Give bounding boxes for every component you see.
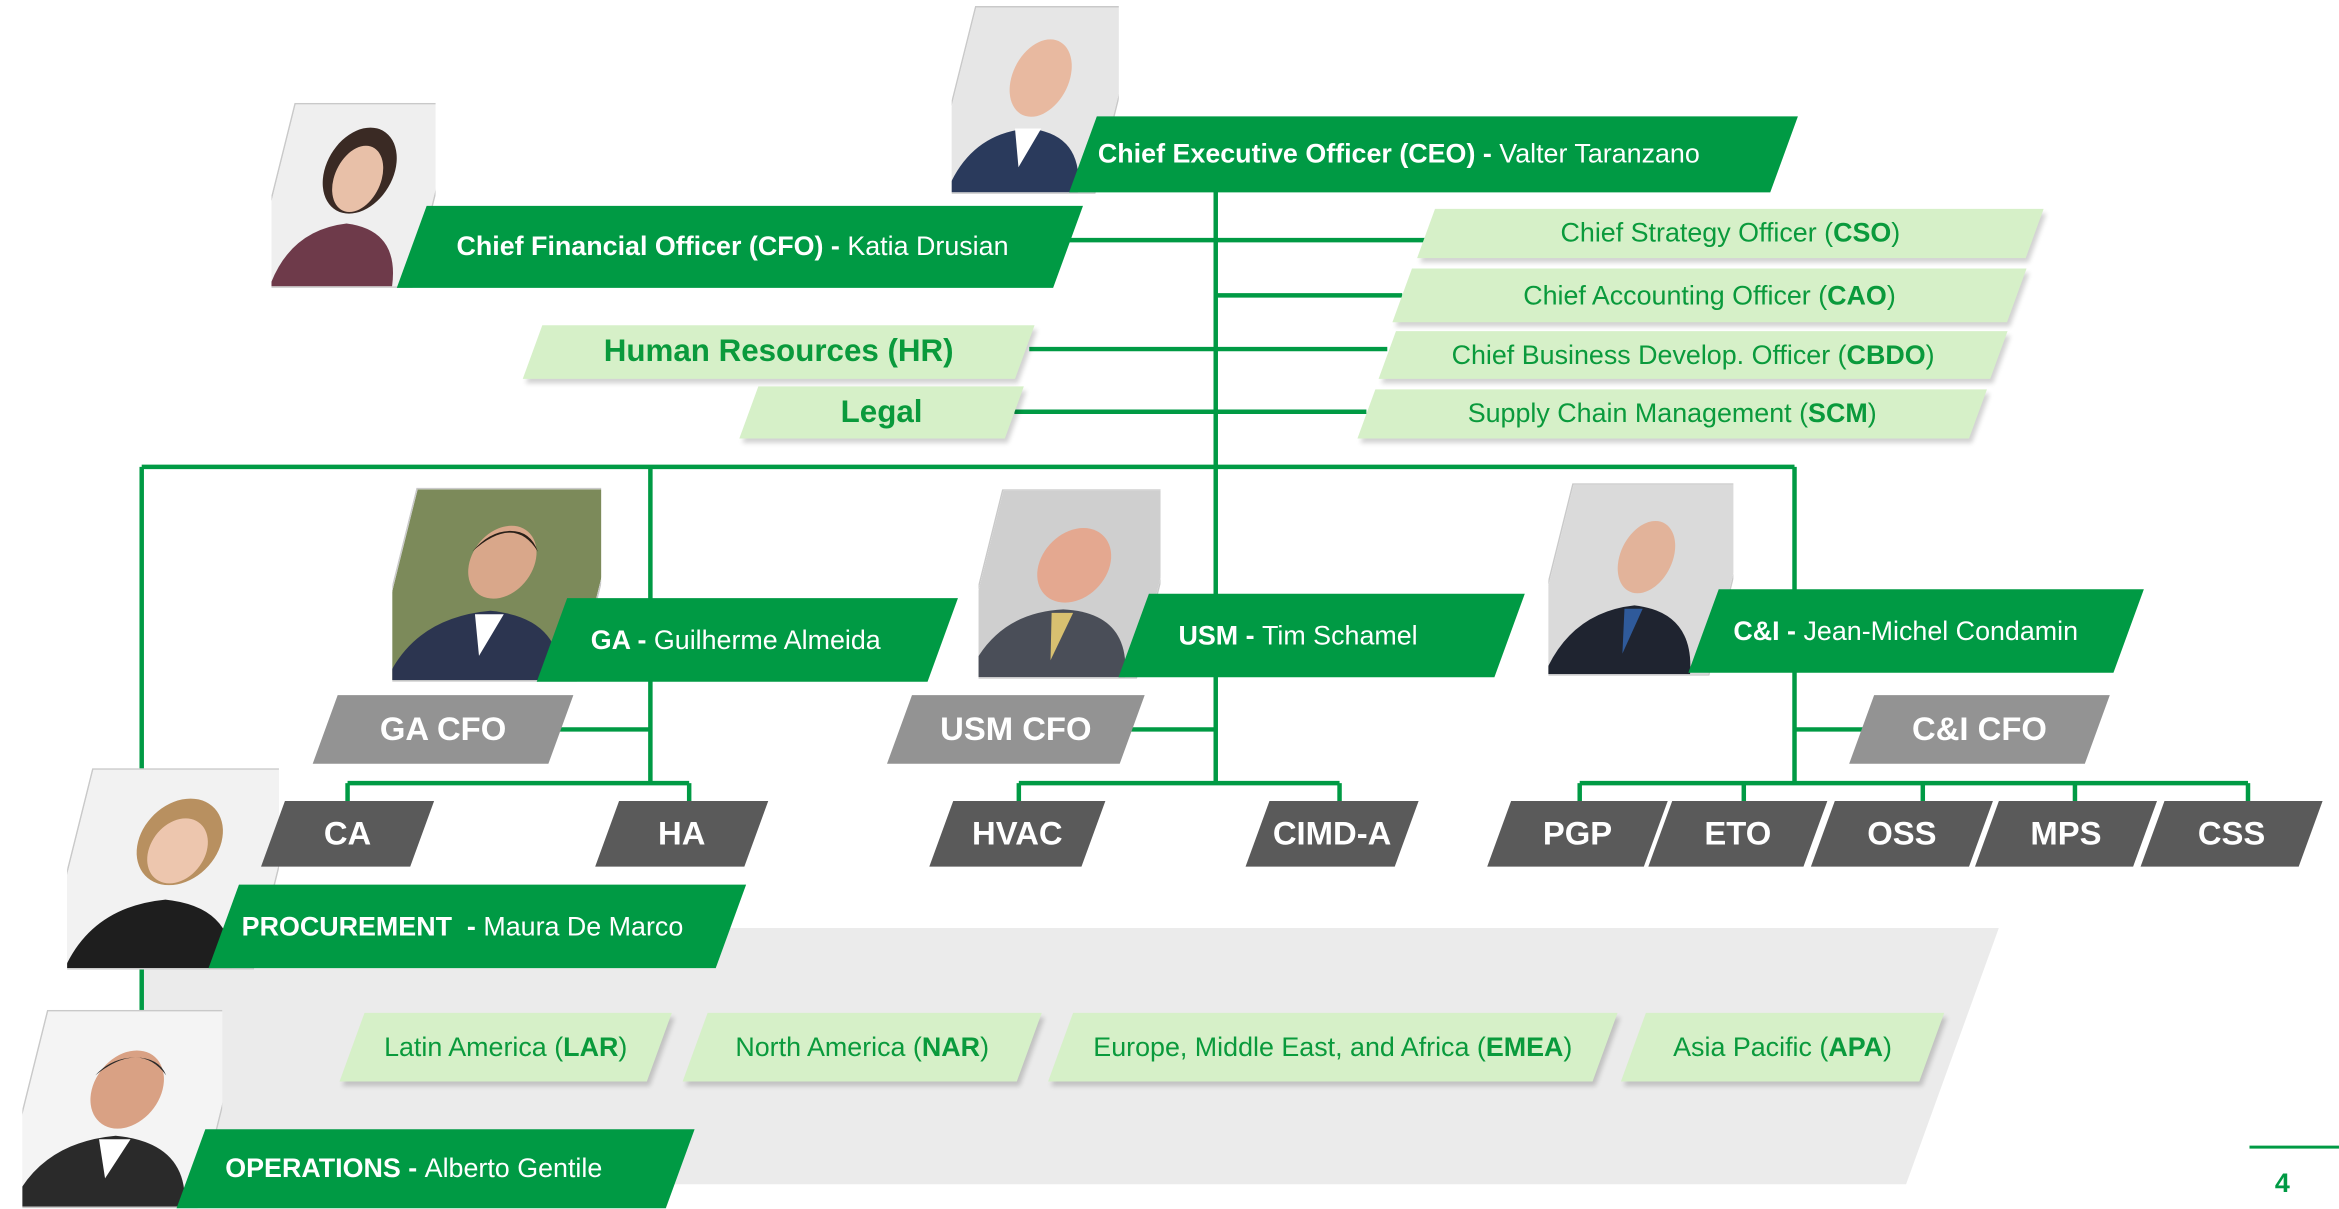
- region-nar-text: North America (: [735, 1031, 922, 1062]
- procurement-name: Maura De Marco: [483, 910, 684, 941]
- legal-box: Legal: [739, 386, 1024, 439]
- region-apa-abbr: APA: [1828, 1031, 1884, 1062]
- ga-name: Guilherme Almeida: [653, 624, 881, 655]
- ga-cfo-box: GA CFO: [312, 695, 574, 764]
- ci-name: Jean-Michel Condamin: [1803, 615, 2079, 646]
- unit-eto: ETO: [1648, 801, 1828, 867]
- ga-cfo-label: GA CFO: [379, 710, 507, 748]
- cao-abbr: CAO: [1827, 279, 1887, 310]
- cfo-photo: [271, 102, 436, 288]
- procurement-role: PROCUREMENT: [241, 910, 453, 941]
- operations-photo: [22, 1009, 223, 1209]
- region-nar: North America (NAR): [682, 1012, 1042, 1082]
- cbdo-close: ): [1925, 339, 1935, 370]
- unit-css-label: CSS: [2197, 814, 2266, 852]
- region-apa-text: Asia Pacific (: [1673, 1031, 1829, 1062]
- region-apa-close: ): [1883, 1031, 1892, 1062]
- unit-ca-label: CA: [323, 814, 372, 852]
- unit-cimd-a: CIMD-A: [1245, 801, 1419, 867]
- region-emea-text: Europe, Middle East, and Africa (: [1093, 1031, 1486, 1062]
- usm-cfo-box: USM CFO: [887, 695, 1145, 764]
- cbdo-abbr: CBDO: [1846, 339, 1926, 370]
- region-emea-close: ): [1563, 1031, 1573, 1062]
- region-apa: Asia Pacific (APA): [1620, 1012, 1945, 1082]
- region-lar: Latin America (LAR): [339, 1012, 672, 1082]
- cfo-box: Chief Financial Officer (CFO) - Katia Dr…: [396, 205, 1083, 288]
- cfo-sep: -: [823, 231, 848, 262]
- hr-box: Human Resources (HR): [522, 325, 1035, 379]
- unit-pgp-label: PGP: [1542, 814, 1613, 852]
- unit-mps-label: MPS: [2030, 814, 2102, 852]
- unit-eto-label: ETO: [1704, 814, 1772, 852]
- unit-mps: MPS: [1975, 801, 2158, 867]
- page-number-rule: [2249, 1145, 2339, 1149]
- cfo-role: Chief Financial Officer (CFO): [456, 231, 824, 262]
- ci-cfo-box: C&I CFO: [1849, 695, 2110, 764]
- hr-label: Human Resources (HR): [603, 334, 954, 369]
- unit-oss-label: OSS: [1867, 814, 1937, 852]
- usm-role: USM: [1178, 619, 1239, 650]
- cao-text: Chief Accounting Officer (: [1523, 279, 1828, 310]
- unit-oss: OSS: [1810, 801, 1993, 867]
- unit-css: CSS: [2140, 801, 2323, 867]
- cfo-name: Katia Drusian: [847, 231, 1009, 262]
- person-icon: [1548, 484, 1734, 675]
- ci-cfo-label: C&I CFO: [1912, 710, 2047, 748]
- procurement-sep: -: [452, 910, 484, 941]
- ga-box: GA - Guilherme Almeida: [536, 598, 958, 682]
- cao-box: Chief Accounting Officer (CAO): [1392, 268, 2027, 323]
- scm-text: Supply Chain Management (: [1467, 398, 1809, 429]
- region-lar-text: Latin America (: [384, 1031, 564, 1062]
- usm-box: USM - Tim Schamel: [1118, 593, 1525, 678]
- region-lar-abbr: LAR: [563, 1031, 619, 1062]
- unit-ha-label: HA: [658, 814, 706, 852]
- ci-role: C&I: [1733, 615, 1780, 646]
- person-icon: [22, 1011, 223, 1207]
- ga-role: GA: [590, 624, 631, 655]
- ceo-role: Chief Executive Officer (CEO): [1097, 138, 1476, 169]
- page-number: 4: [2274, 1168, 2290, 1198]
- unit-ha: HA: [595, 801, 769, 867]
- ci-photo: [1548, 483, 1734, 676]
- cso-abbr: CSO: [1833, 217, 1892, 248]
- operations-name: Alberto Gentile: [424, 1153, 603, 1183]
- unit-ca: CA: [261, 801, 435, 867]
- operations-sep: -: [400, 1153, 425, 1183]
- ci-box: C&I - Jean-Michel Condamin: [1688, 589, 2144, 673]
- ci-sep: -: [1779, 615, 1804, 646]
- ceo-box: Chief Executive Officer (CEO) - Valter T…: [1069, 116, 1798, 193]
- unit-cimd-a-label: CIMD-A: [1272, 814, 1392, 852]
- region-emea: Europe, Middle East, and Africa (EMEA): [1048, 1012, 1618, 1082]
- operations-box: OPERATIONS - Alberto Gentile: [176, 1129, 695, 1209]
- ceo-name: Valter Taranzano: [1499, 138, 1700, 169]
- cao-close: ): [1886, 279, 1896, 310]
- person-icon: [978, 490, 1161, 678]
- region-emea-abbr: EMEA: [1485, 1031, 1564, 1062]
- ceo-sep: -: [1475, 138, 1500, 169]
- procurement-box: PROCUREMENT - Maura De Marco: [208, 884, 747, 969]
- region-nar-abbr: NAR: [921, 1031, 981, 1062]
- unit-hvac-label: HVAC: [972, 814, 1063, 852]
- region-nar-close: ): [980, 1031, 990, 1062]
- region-lar-close: ): [618, 1031, 628, 1062]
- usm-sep: -: [1238, 619, 1262, 650]
- cso-text: Chief Strategy Officer (: [1560, 217, 1834, 248]
- cbdo-text: Chief Business Develop. Officer (: [1451, 339, 1847, 370]
- scm-close: ): [1867, 398, 1877, 429]
- usm-photo: [978, 489, 1161, 679]
- scm-abbr: SCM: [1808, 398, 1868, 429]
- usm-cfo-label: USM CFO: [940, 710, 1092, 748]
- unit-hvac: HVAC: [929, 801, 1106, 867]
- cso-close: ): [1891, 217, 1901, 248]
- cso-box: Chief Strategy Officer (CSO): [1417, 208, 2044, 259]
- unit-pgp: PGP: [1487, 801, 1668, 867]
- operations-role: OPERATIONS: [225, 1153, 401, 1183]
- cbdo-box: Chief Business Develop. Officer (CBDO): [1378, 331, 2008, 379]
- person-icon: [271, 104, 436, 287]
- ga-sep: -: [630, 624, 654, 655]
- usm-name: Tim Schamel: [1261, 619, 1418, 650]
- scm-box: Supply Chain Management (SCM): [1357, 389, 1987, 439]
- legal-label: Legal: [840, 394, 923, 429]
